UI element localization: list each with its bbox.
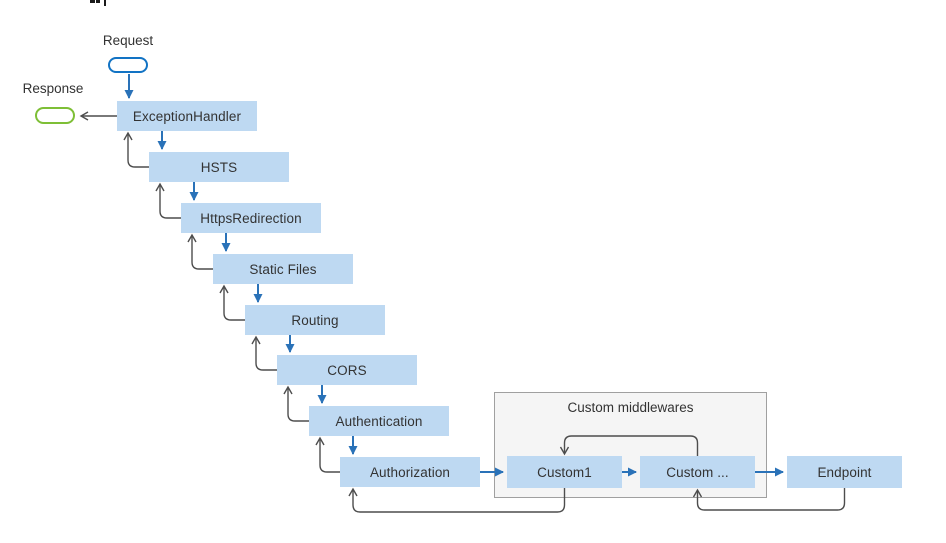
middleware-box-httpsredirection: HttpsRedirection (181, 203, 321, 233)
response-pill (35, 107, 75, 124)
middleware-box-hsts: HSTS (149, 152, 289, 182)
middleware-label-authorization: Authorization (369, 464, 451, 480)
middleware-box-cors: CORS (277, 355, 417, 385)
middleware-box-staticfiles: Static Files (213, 254, 353, 284)
middleware-label-cors: CORS (327, 362, 367, 378)
middleware-box-custom-n: Custom ... (640, 456, 755, 488)
response-label: Response (22, 81, 84, 96)
request-pill (108, 57, 148, 73)
middleware-box-custom1: Custom1 (507, 456, 622, 488)
middleware-label-custom1: Custom1 (537, 464, 592, 480)
middleware-box-authorization: Authorization (340, 457, 480, 487)
middleware-label-custom-n: Custom ... (666, 464, 729, 480)
middleware-label-httpsredirection: HttpsRedirection (200, 210, 302, 226)
middleware-label-staticfiles: Static Files (249, 261, 317, 277)
middleware-label-endpoint: Endpoint (817, 464, 872, 480)
request-label: Request (102, 33, 154, 48)
middleware-box-exceptionhandler: ExceptionHandler (117, 101, 257, 131)
middleware-box-authentication: Authentication (309, 406, 449, 436)
middleware-label-authentication: Authentication (335, 413, 423, 429)
middleware-label-exceptionhandler: ExceptionHandler (132, 108, 242, 124)
clipped-text-remnant (90, 0, 95, 3)
middleware-box-routing: Routing (245, 305, 385, 335)
clipped-text-remnant (96, 0, 100, 3)
clipped-text-remnant (104, 0, 106, 6)
middleware-label-routing: Routing (291, 312, 339, 328)
middleware-label-hsts: HSTS (200, 159, 238, 175)
middleware-box-endpoint: Endpoint (787, 456, 902, 488)
custom-middlewares-label: Custom middlewares (567, 400, 694, 415)
